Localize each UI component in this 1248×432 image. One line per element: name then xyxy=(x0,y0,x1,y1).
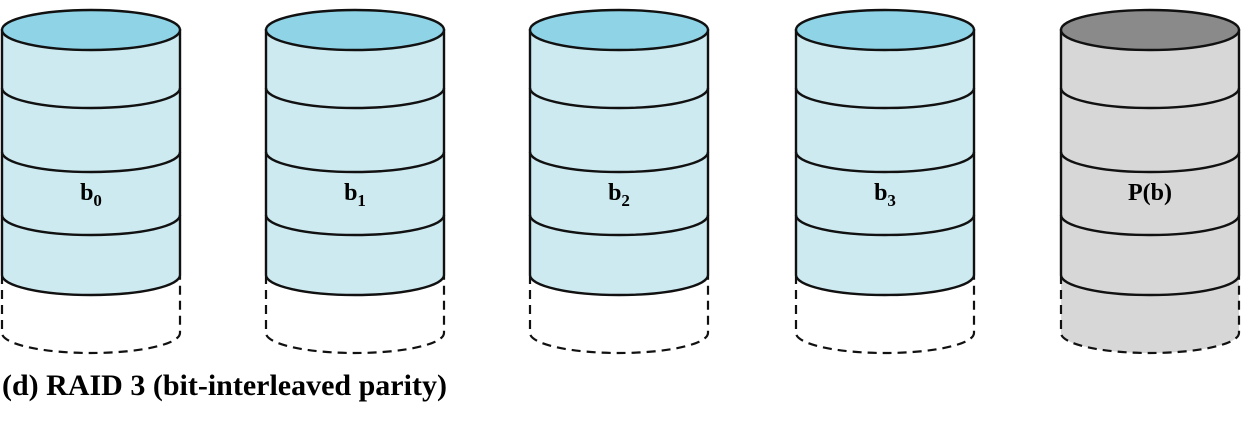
disk-1-body xyxy=(266,30,444,295)
disk-3: b3 xyxy=(796,10,974,353)
disk-4-body xyxy=(1061,30,1239,295)
disk-array: b0 b1 b2 b3 P(b) xyxy=(2,10,1239,353)
disk-4-label: P(b) xyxy=(1128,180,1172,206)
disk-3-top xyxy=(796,10,974,50)
disk-0-top xyxy=(2,10,180,50)
disk-0: b0 xyxy=(2,10,180,353)
disk-1-top xyxy=(266,10,444,50)
disk-2-top xyxy=(530,10,708,50)
disk-3-body xyxy=(796,30,974,295)
disk-2-body xyxy=(530,30,708,295)
disk-2: b2 xyxy=(530,10,708,353)
disk-1: b1 xyxy=(266,10,444,353)
disk-4: P(b) xyxy=(1061,10,1239,353)
disk-0-body xyxy=(2,30,180,295)
disk-4-top xyxy=(1061,10,1239,50)
diagram-caption: (d) RAID 3 (bit-interleaved parity) xyxy=(2,369,447,403)
